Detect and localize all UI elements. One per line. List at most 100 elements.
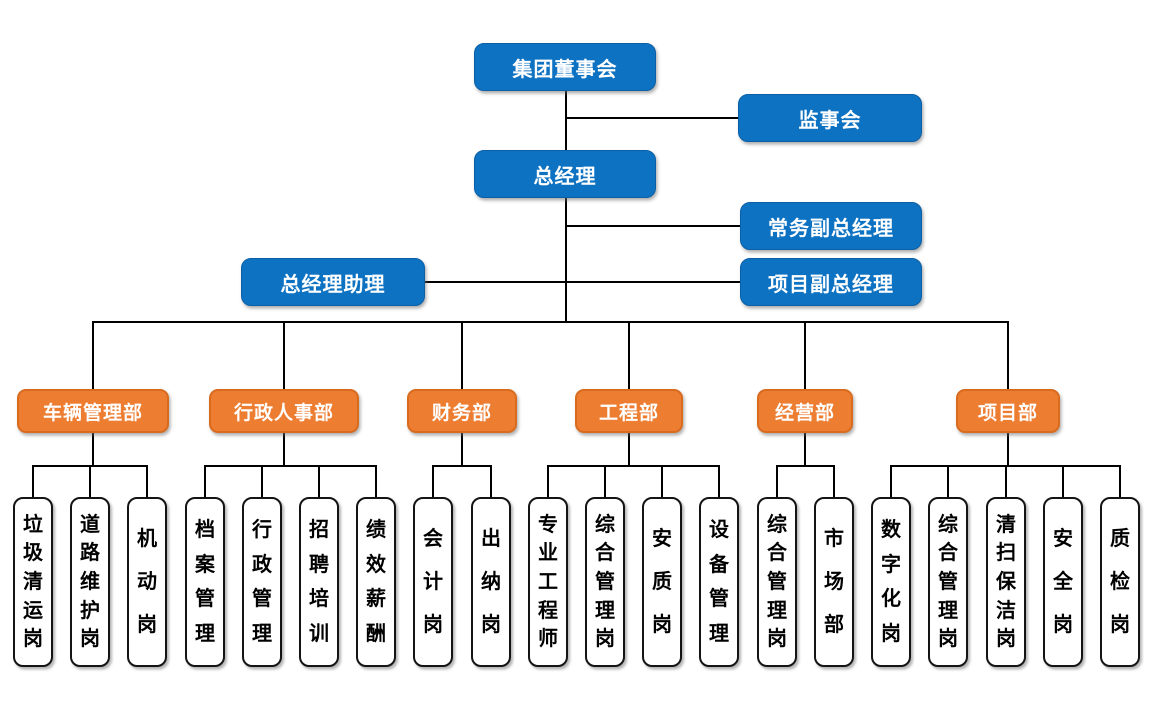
pos-quality-inspection: 质检岗 [1100,497,1140,667]
connector [146,465,148,497]
dept-vehicle-management: 车辆管理部 [17,389,169,433]
connector [433,465,492,467]
pos-general-mgmt-proj: 综合管理岗 [928,497,968,667]
node-board-label: 集团董事会 [512,58,618,81]
connector [432,465,434,497]
pos-general-mgmt-eng: 综合管理岗 [585,497,625,667]
connector [92,321,1009,323]
connector [718,465,720,497]
pos-accountant-label: 会计岗 [423,528,443,636]
pos-garbage-collection-label: 垃圾清运岗 [23,513,43,651]
connector [604,465,606,497]
pos-safety-quality-label: 安质岗 [652,528,672,636]
dept-vehicle-management-label: 车辆管理部 [42,402,143,424]
pos-mobile-duty: 机动岗 [127,497,167,667]
pos-professional-engineer: 专业工程师 [528,497,568,667]
connector [628,433,630,466]
connector [947,465,949,497]
pos-cashier: 出纳岗 [471,497,511,667]
pos-general-mgmt-proj-label: 综合管理岗 [938,513,958,651]
dept-finance-label: 财务部 [431,402,492,424]
node-exec-deputy-gm-label: 常务副总经理 [768,217,894,240]
connector [461,321,463,389]
connector [375,465,377,497]
connector [490,465,492,497]
connector [776,465,778,497]
pos-road-maintenance-label: 道路维护岗 [80,513,100,651]
pos-garbage-collection: 垃圾清运岗 [13,497,53,667]
pos-admin-mgmt: 行政管理 [242,497,282,667]
pos-digitalization-label: 数字化岗 [881,519,901,645]
pos-cashier-label: 出纳岗 [481,528,501,636]
node-project-deputy-gm: 项目副总经理 [740,258,922,306]
connector [283,321,285,389]
pos-equipment-mgmt-label: 设备管理 [709,519,729,645]
pos-recruit-training: 招聘培训 [299,497,339,667]
pos-accountant: 会计岗 [413,497,453,667]
pos-general-mgmt-ops: 综合管理岗 [757,497,797,667]
pos-general-mgmt-ops-label: 综合管理岗 [767,513,787,651]
connector [548,465,720,467]
connector [804,433,806,466]
connector [1005,465,1007,497]
pos-quality-inspection-label: 质检岗 [1110,528,1130,636]
pos-professional-engineer-label: 专业工程师 [538,513,558,651]
connector [33,465,148,467]
connector [1062,465,1064,497]
dept-operations: 经营部 [757,389,853,433]
connector [565,198,567,322]
connector [92,321,94,389]
connector [804,321,806,389]
node-project-deputy-gm-label: 项目副总经理 [768,273,894,296]
connector [1007,433,1009,466]
dept-admin-hr-label: 行政人事部 [233,402,334,424]
dept-operations-label: 经营部 [774,402,835,424]
node-supervisory-board: 监事会 [738,94,922,142]
connector [461,433,463,466]
pos-performance-payroll-label: 绩效薪酬 [366,519,386,645]
connector [205,465,377,467]
connector [1119,465,1121,497]
connector [890,465,892,497]
pos-road-maintenance: 道路维护岗 [70,497,110,667]
pos-equipment-mgmt: 设备管理 [699,497,739,667]
connector [565,225,740,227]
pos-sweeping-cleaning-label: 清扫保洁岗 [996,513,1016,651]
connector [92,433,94,466]
node-general-manager: 总经理 [474,150,656,198]
connector [833,465,835,497]
pos-market: 市场部 [814,497,854,667]
pos-sweeping-cleaning: 清扫保洁岗 [986,497,1026,667]
node-general-manager-label: 总经理 [533,165,597,188]
connector [283,433,285,466]
pos-performance-payroll: 绩效薪酬 [356,497,396,667]
dept-engineering: 工程部 [575,389,683,433]
dept-admin-hr: 行政人事部 [209,389,359,433]
connector [32,465,34,497]
connector [777,465,835,467]
connector [565,117,738,119]
dept-project: 项目部 [956,389,1060,433]
connector [204,465,206,497]
connector [261,465,263,497]
node-supervisory-board-label: 监事会 [798,109,862,132]
pos-recruit-training-label: 招聘培训 [309,519,329,645]
pos-digitalization: 数字化岗 [871,497,911,667]
pos-market-label: 市场部 [824,528,844,636]
pos-archives-mgmt: 档案管理 [185,497,225,667]
pos-archives-mgmt-label: 档案管理 [195,519,215,645]
node-board: 集团董事会 [474,43,656,91]
pos-mobile-duty-label: 机动岗 [137,528,157,636]
pos-safety: 安全岗 [1043,497,1083,667]
node-exec-deputy-gm: 常务副总经理 [740,202,922,250]
dept-project-label: 项目部 [977,402,1038,424]
node-gm-assistant: 总经理助理 [241,258,425,306]
node-gm-assistant-label: 总经理助理 [280,273,386,296]
connector [89,465,91,497]
pos-general-mgmt-eng-label: 综合管理岗 [595,513,615,651]
dept-engineering-label: 工程部 [598,402,659,424]
connector [547,465,549,497]
pos-safety-quality: 安质岗 [642,497,682,667]
connector [565,91,567,151]
